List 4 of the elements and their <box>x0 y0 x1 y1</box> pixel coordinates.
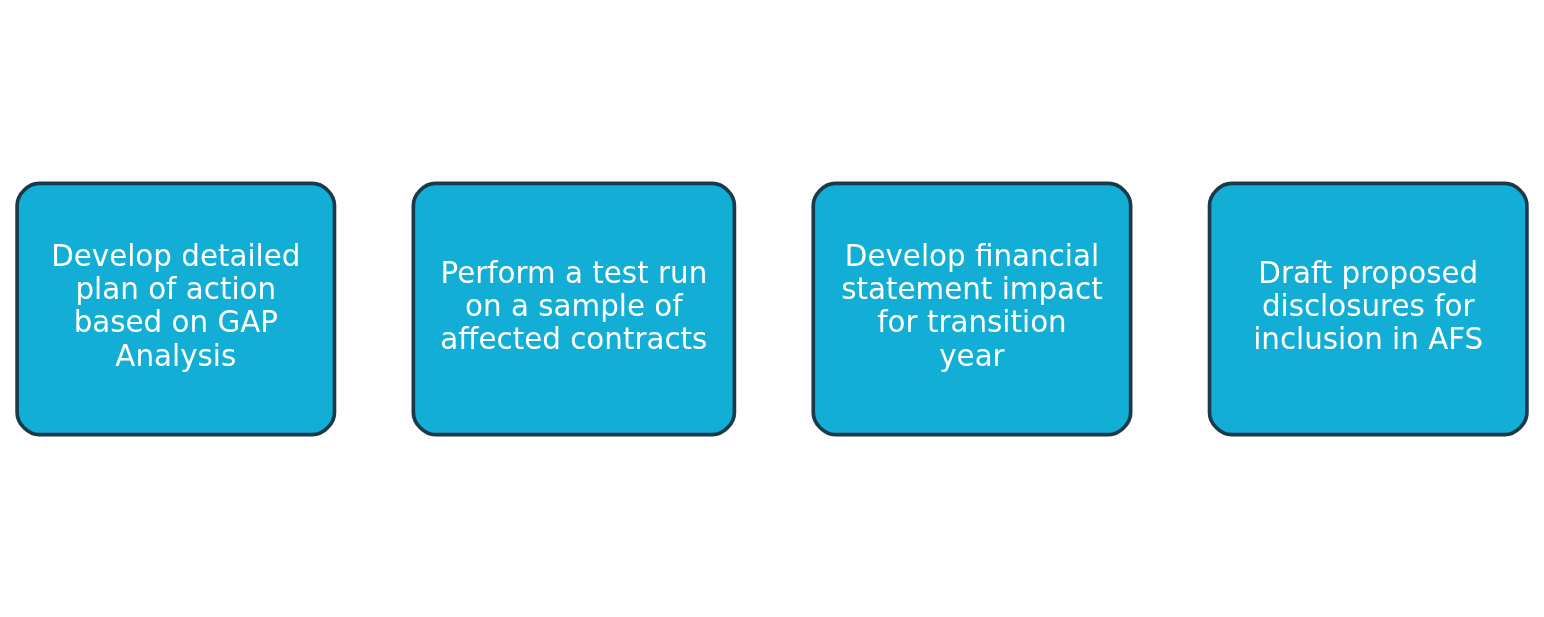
node-box: Perform a test run on a sample of affected contracts <box>411 181 737 436</box>
node-box: Develop financial statement impact for transition year <box>811 181 1133 436</box>
node-box: Develop detailed plan of action based on GAP Analysis <box>15 181 337 436</box>
node-box: Draft proposed disclosures for inclusion in AFS <box>1207 181 1529 436</box>
